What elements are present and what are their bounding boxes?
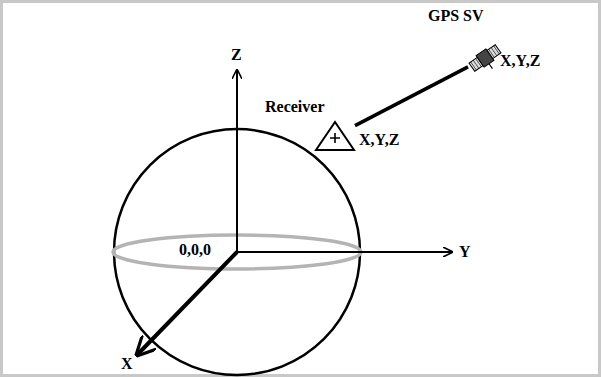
z-axis xyxy=(236,70,238,252)
coordinate-label: X,Y,Z xyxy=(359,132,399,148)
axis-label: Z xyxy=(231,47,242,63)
node-heading: Receiver xyxy=(265,99,325,115)
satellite: GPS SVX,Y,Z xyxy=(468,40,502,76)
receiver-symbol xyxy=(315,121,355,151)
receiver: ReceiverX,Y,Z xyxy=(315,121,355,151)
signal-line xyxy=(355,67,468,126)
axis-label: Y xyxy=(459,244,471,260)
node-heading: GPS SV xyxy=(428,8,484,24)
coordinate-label: X,Y,Z xyxy=(500,53,540,69)
x-axis xyxy=(137,252,237,355)
origin-label: 0,0,0 xyxy=(179,242,211,258)
axis-label: X xyxy=(121,356,133,372)
y-axis xyxy=(237,251,452,253)
satellite-icon xyxy=(468,40,502,76)
